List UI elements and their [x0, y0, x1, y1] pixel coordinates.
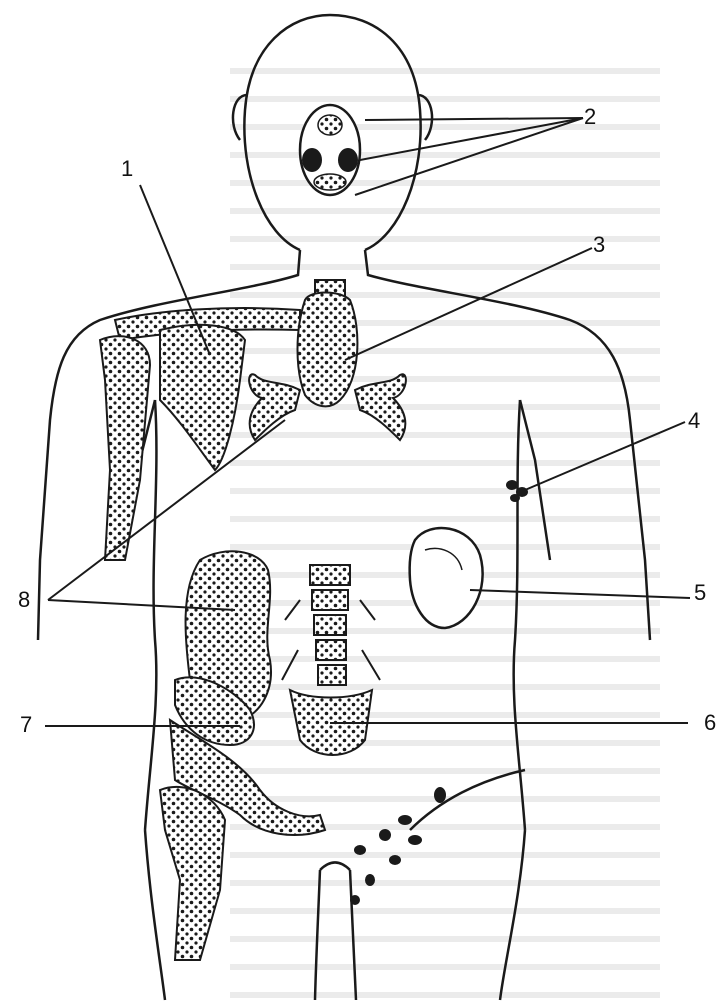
- label-6: 6: [704, 712, 716, 734]
- thymus: [298, 280, 358, 406]
- label-8: 8: [18, 589, 30, 611]
- label-1: 1: [121, 158, 133, 180]
- label-2: 2: [584, 106, 596, 128]
- label-3: 3: [593, 234, 605, 256]
- label-5: 5: [694, 582, 706, 604]
- label-7: 7: [20, 714, 32, 736]
- label-4: 4: [688, 410, 700, 432]
- tonsils: [300, 105, 360, 195]
